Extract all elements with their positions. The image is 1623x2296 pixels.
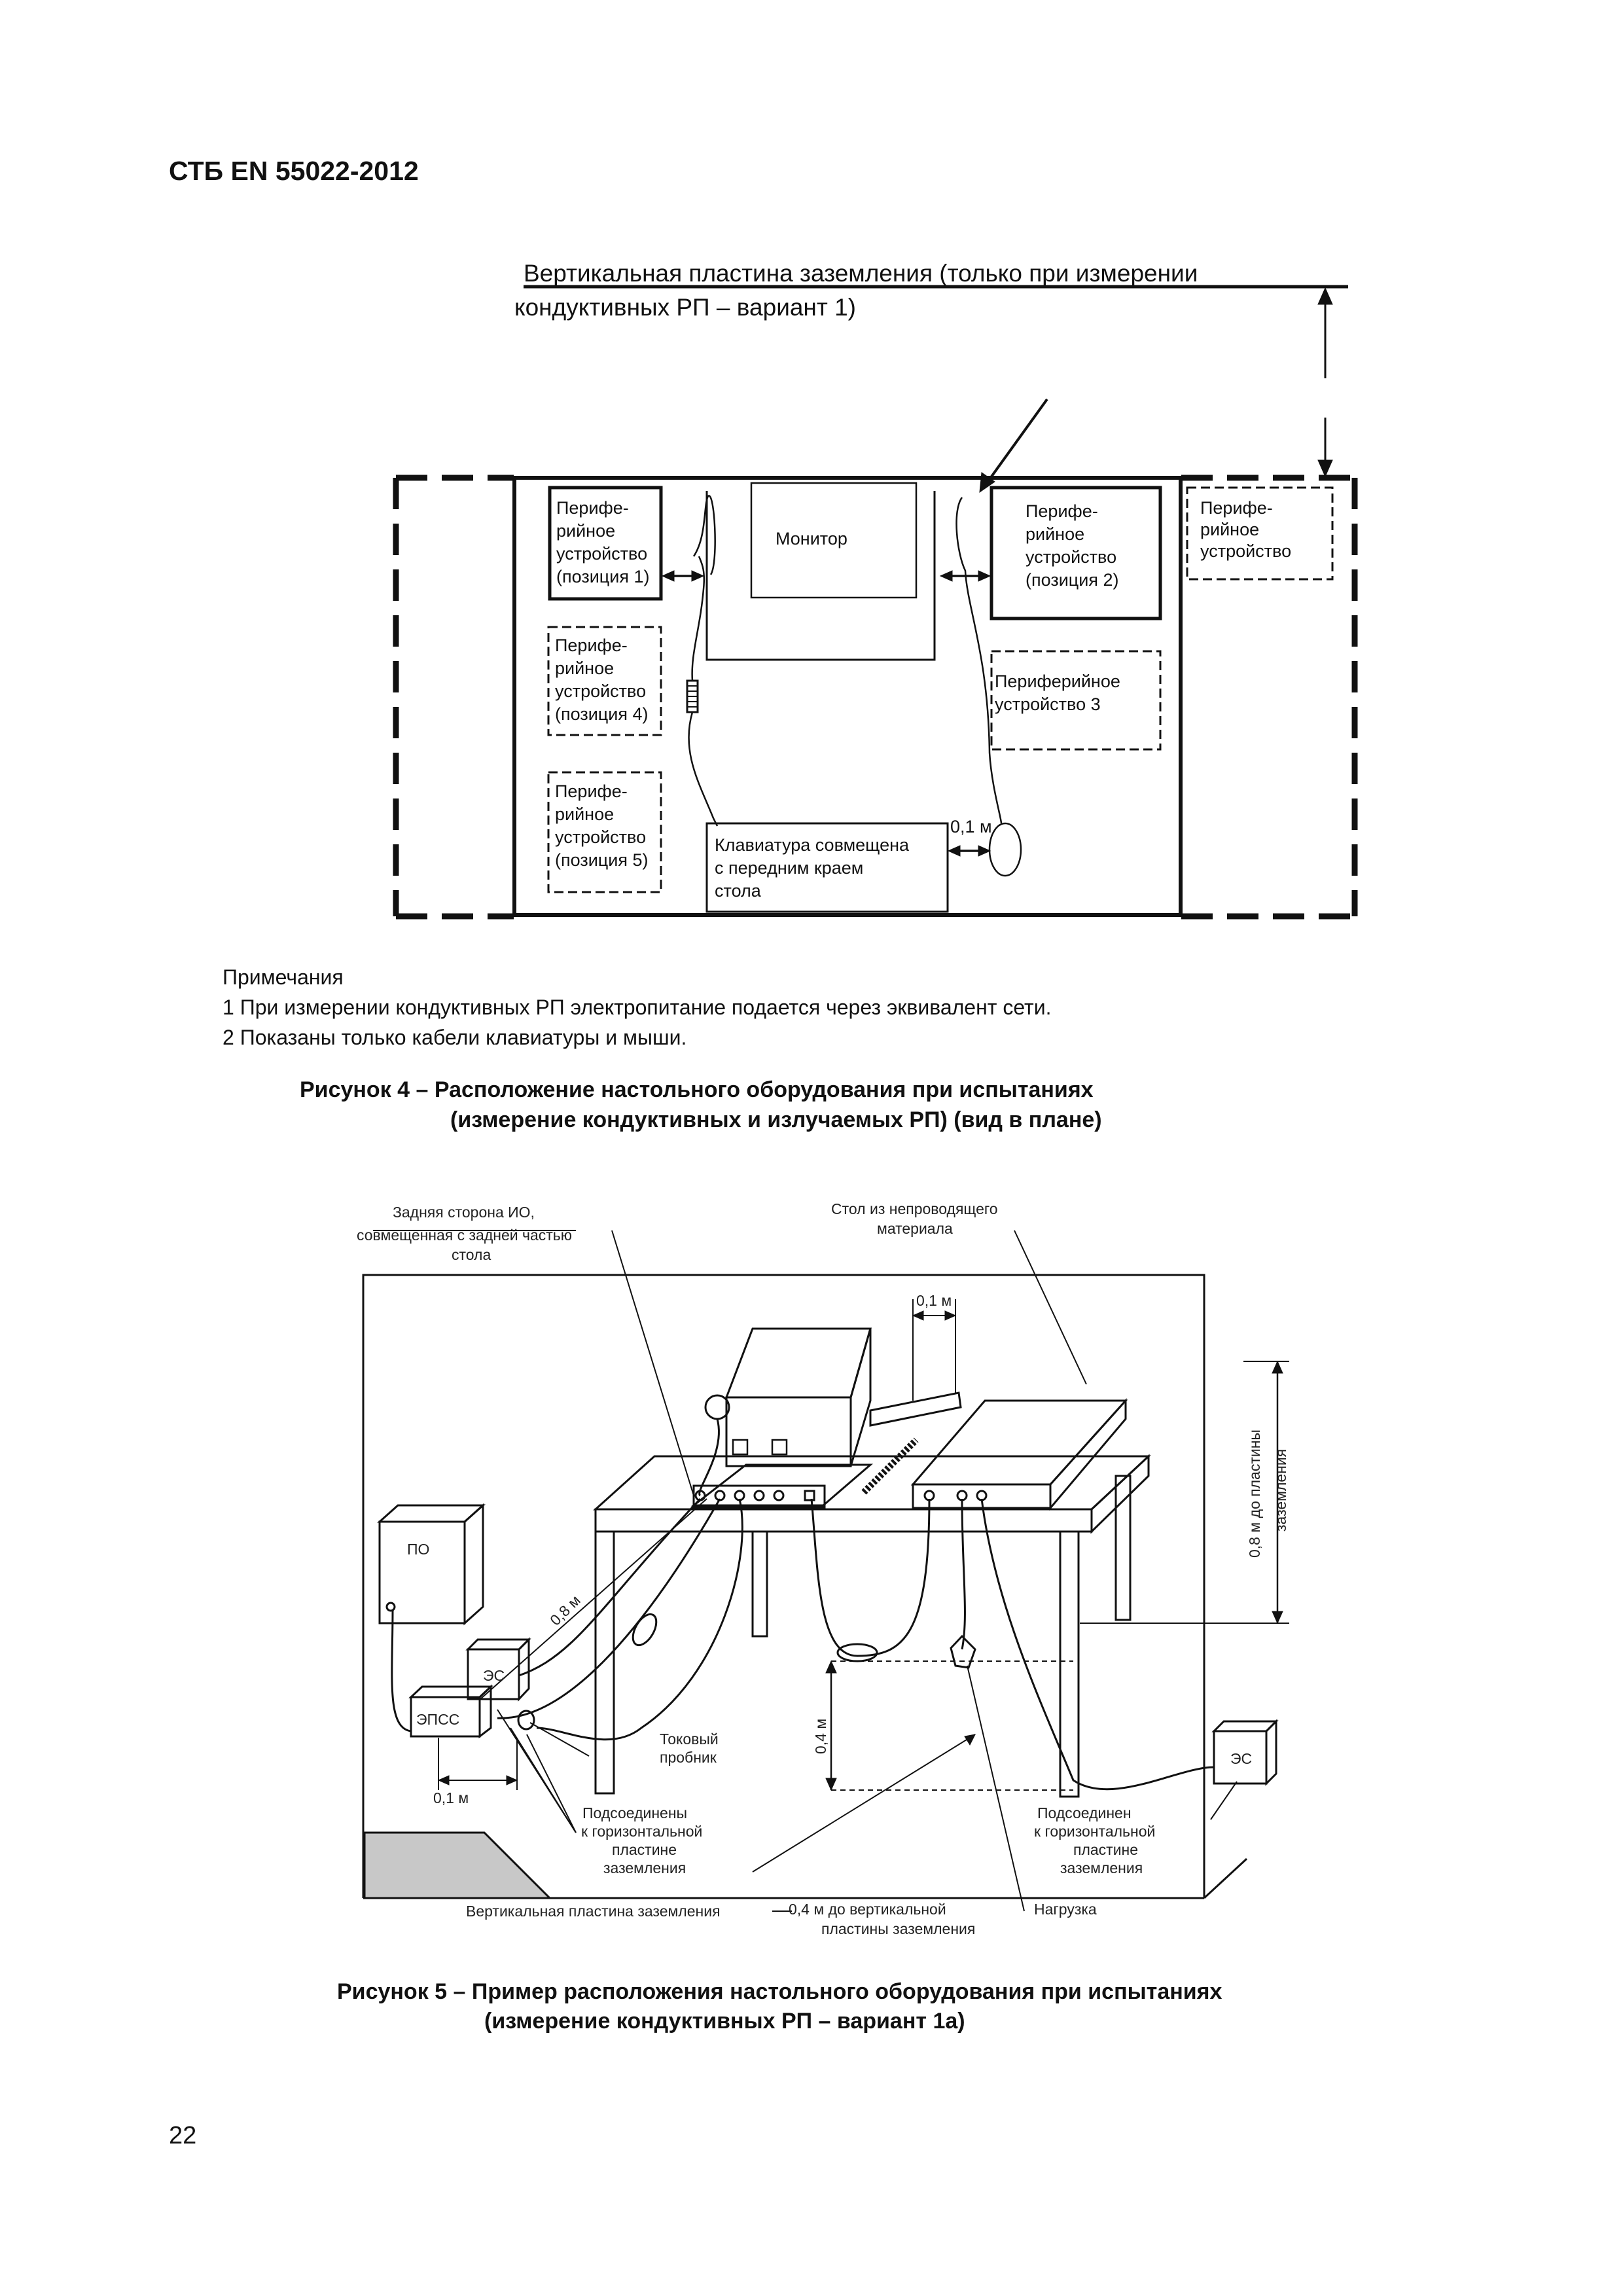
p3-line: устройство 3 [995, 694, 1101, 714]
note-1: 1 При измерении кондуктивных РП электроп… [223, 996, 1052, 1019]
notes: Примечания 1 При измерении кондуктивных … [223, 962, 1051, 1052]
figure-5-caption-1: Рисунок 5 – Пример расположения настольн… [337, 1979, 1222, 2004]
p1-line: (позиция 1) [556, 567, 649, 586]
figure-5-setup: Задняя сторона ИО, совмещенная с задней … [357, 1200, 1289, 1937]
connected-one-line: к горизонтальной [1034, 1823, 1155, 1840]
back-side-line: совмещенная с задней частью [357, 1227, 572, 1244]
d08-plate-line: заземления [1272, 1449, 1289, 1532]
connected-one-line: заземления [1060, 1859, 1143, 1876]
vertical-plate-label: Вертикальная пластина заземления [466, 1903, 721, 1920]
connected-many-line: заземления [603, 1859, 686, 1876]
p-outer-line: Перифе- [1200, 498, 1273, 518]
p2-line: устройство [1026, 547, 1116, 567]
standard-id: СТБ EN 55022-2012 [169, 156, 419, 186]
figure-4-plan: Вертикальная пластина заземления (только… [393, 260, 1358, 920]
monitor-label: Монитор [776, 529, 847, 548]
d08-label: 0,8 м [546, 1592, 584, 1629]
keyboard-line: стола [715, 881, 762, 901]
back-side-line: Задняя сторона ИО, [393, 1204, 535, 1221]
p1-line: Перифе- [556, 498, 629, 518]
p2-line: (позиция 2) [1026, 570, 1118, 590]
vertical-plate-label-2: кондуктивных РП – вариант 1) [514, 294, 856, 321]
table-label-line: материала [877, 1220, 953, 1237]
connected-many-line: к горизонтальной [581, 1823, 702, 1840]
probe-line: Токовый [660, 1731, 719, 1748]
distance-label: 0,1 м [950, 817, 992, 836]
vertical-plate-label-1: Вертикальная пластина заземления (только… [524, 260, 1198, 287]
connected-one-line: Подсоединен [1037, 1804, 1132, 1821]
p4-line: (позиция 4) [555, 704, 648, 724]
table-label-line: Стол из непроводящего [831, 1200, 998, 1217]
d01-top-label: 0,1 м [916, 1292, 952, 1309]
d08-plate-line: 0,8 м до пластины [1246, 1429, 1263, 1558]
keyboard-line: с передним краем [715, 858, 863, 878]
p5-line: (позиция 5) [555, 850, 648, 870]
d01-bottom-label: 0,1 м [433, 1789, 469, 1806]
figure-5-caption-2: (измерение кондуктивных РП – вариант 1а) [484, 2009, 965, 2034]
p-outer-line: рийное [1200, 520, 1259, 539]
p1-line: устройство [556, 544, 647, 564]
p3-line: Периферийное [995, 672, 1120, 691]
connected-many-line: пластине [612, 1841, 677, 1858]
p2-line: Перифе- [1026, 501, 1098, 521]
p5-line: Перифе- [555, 781, 628, 801]
keyboard-line: Клавиатура совмещена [715, 835, 910, 855]
p5-line: устройство [555, 827, 646, 847]
p1-line: рийное [556, 521, 615, 541]
figure-4-caption-1: Рисунок 4 – Расположение настольного обо… [300, 1077, 1094, 1102]
es-left-label: ЭС [483, 1667, 505, 1684]
po-label: ПО [407, 1541, 429, 1558]
p5-line: рийное [555, 804, 614, 824]
d04-vertical-line: 0,4 м до вертикальной [789, 1901, 946, 1918]
figure-4-caption-2: (измерение кондуктивных и излучаемых РП)… [450, 1107, 1102, 1132]
p2-line: рийное [1026, 524, 1084, 544]
d04-vertical-line: пластины заземления [821, 1920, 975, 1937]
probe-line: пробник [660, 1749, 717, 1766]
p4-line: Перифе- [555, 636, 628, 655]
p4-line: рийное [555, 658, 614, 678]
back-side-line: стола [452, 1246, 491, 1263]
connected-one-line: пластине [1073, 1841, 1138, 1858]
load-label: Нагрузка [1034, 1901, 1097, 1918]
page-number: 22 [169, 2122, 197, 2149]
p4-line: устройство [555, 681, 646, 701]
note-2: 2 Показаны только кабели клавиатуры и мы… [223, 1026, 687, 1049]
d04-label: 0,4 м [812, 1719, 829, 1754]
epss-label: ЭПСС [416, 1711, 459, 1728]
connected-many-line: Подсоединены [582, 1804, 687, 1821]
p-outer-line: устройство [1200, 541, 1291, 561]
notes-title: Примечания [223, 965, 344, 989]
es-right-label: ЭС [1230, 1750, 1252, 1767]
